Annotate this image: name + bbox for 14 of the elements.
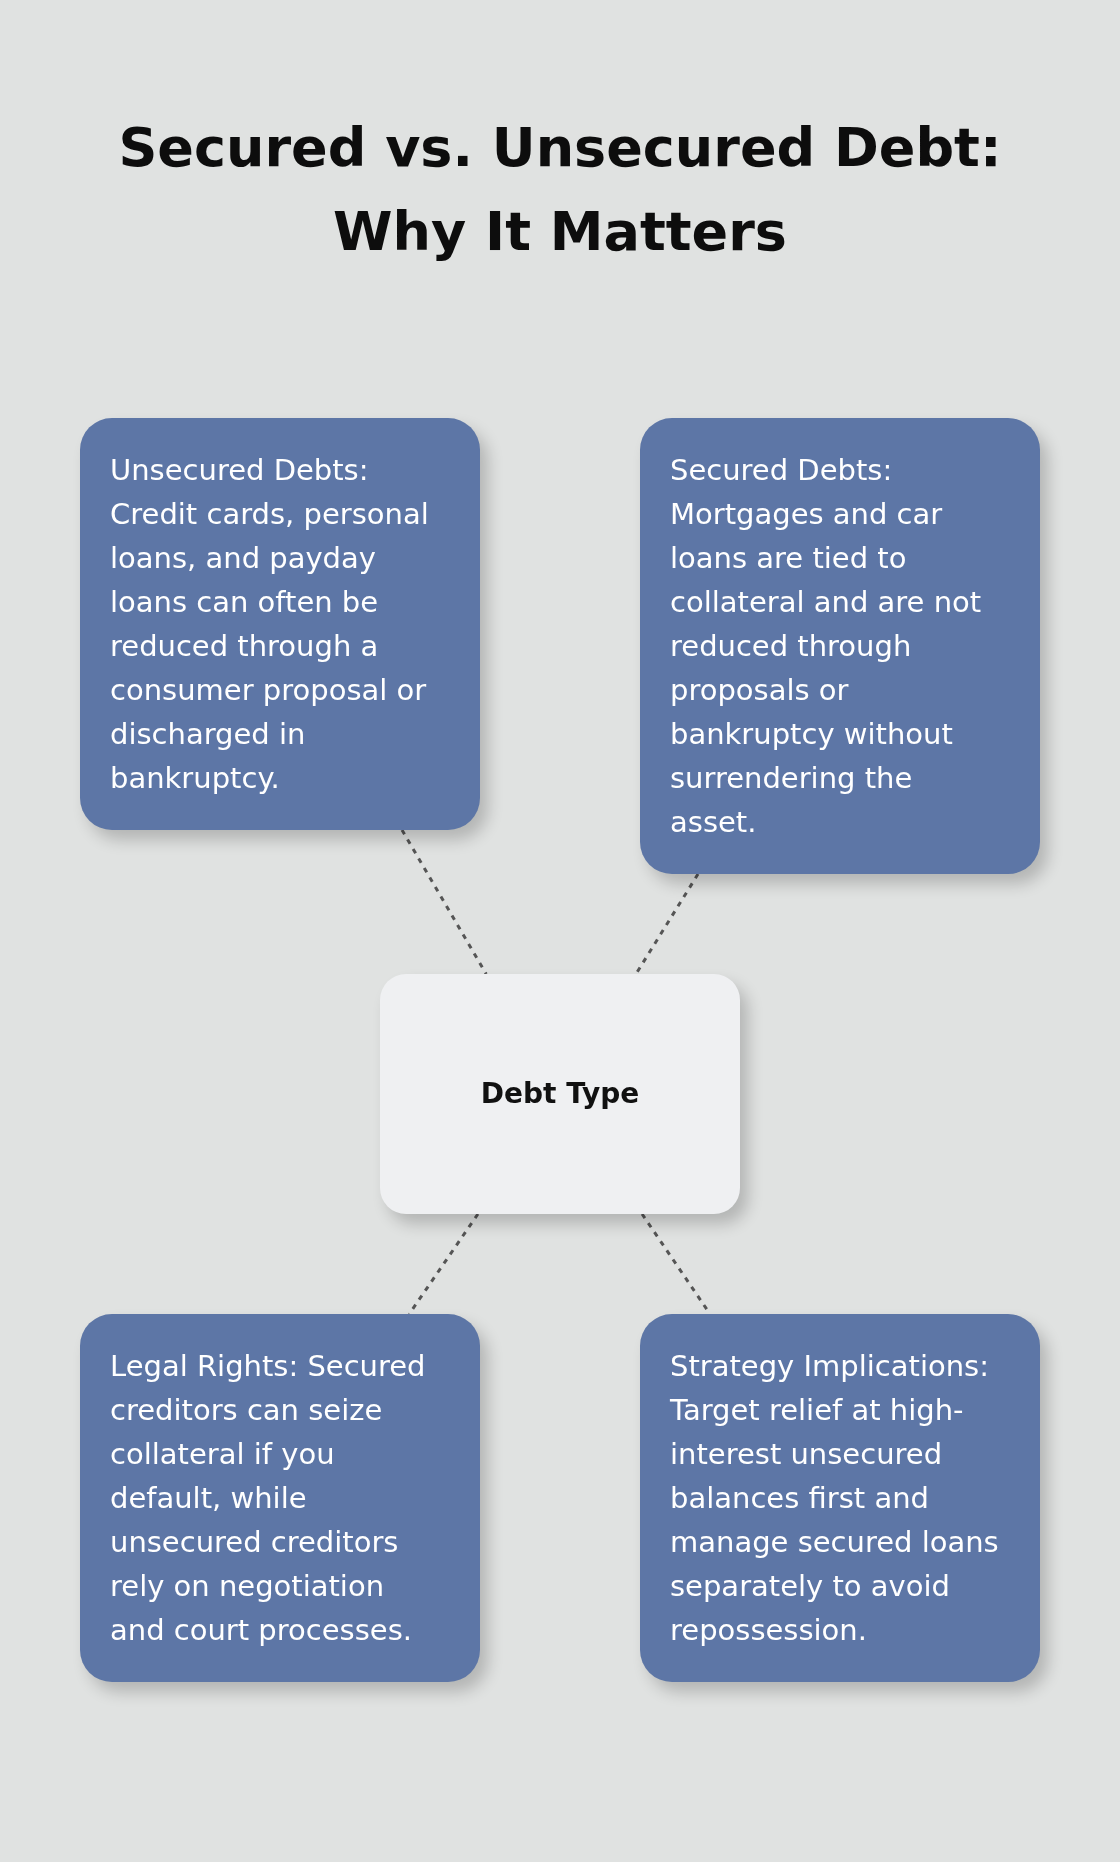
- card-text: Legal Rights: Secured creditors can seize collateral if you default, while unsecured creditors rely on negotiation and court processes.: [110, 1348, 427, 1649]
- center-label: Debt Type: [480, 1076, 640, 1112]
- card-text: Unsecured Debts: Credit cards, personal loans, and payday loans can often be reduced through a consumer proposal or discharged in bankruptcy.: [110, 452, 430, 797]
- title: Secured vs. Unsecured Debt: Why It Matters: [117, 115, 1003, 265]
- center-card: [380, 974, 740, 1214]
- card-text: Strategy Implications: Target relief at high-interest unsecured balances first and manage secured loans separately to avoid repossession.: [670, 1348, 1000, 1649]
- dotted-connector: [400, 829, 488, 975]
- dotted-connector: [634, 873, 700, 975]
- topic-card: [640, 418, 1040, 874]
- topic-card: [80, 418, 480, 830]
- card-text: Secured Debts: Mortgages and car loans are tied to collateral and are not reduced through proposals or bankruptcy without surrendering the asset.: [670, 452, 983, 841]
- dotted-connector: [407, 1213, 480, 1315]
- topic-card: [640, 1314, 1040, 1682]
- topic-card: [80, 1314, 480, 1682]
